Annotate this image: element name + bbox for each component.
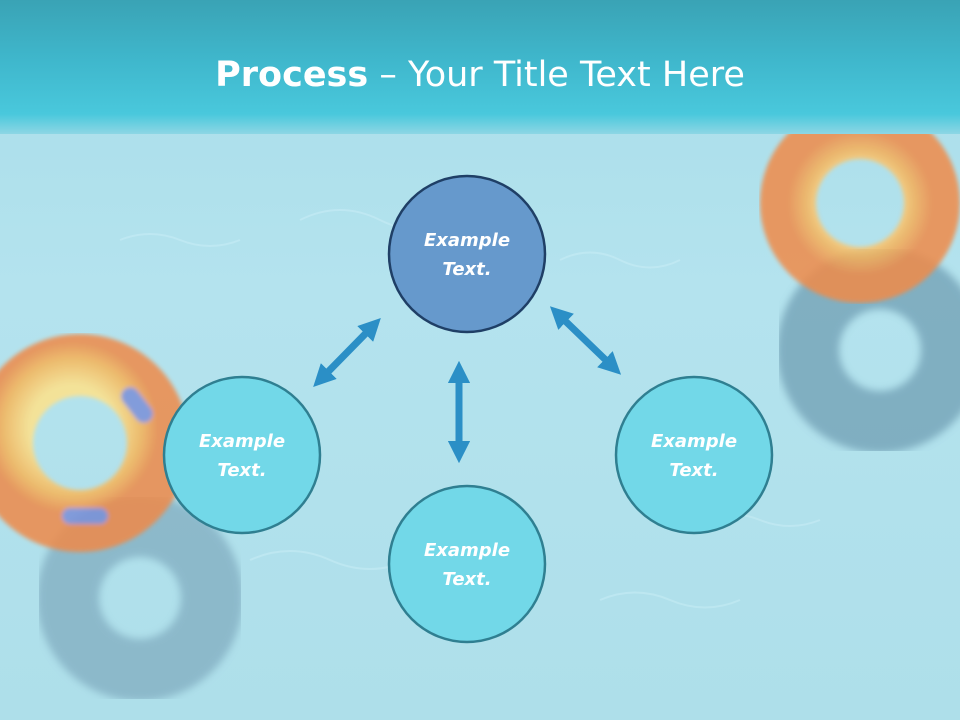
arrow-top-left [313, 318, 381, 387]
title-rest: Your Title Text Here [407, 55, 745, 95]
node-top-line2: Text. [442, 259, 491, 280]
node-bottom-circle [387, 484, 547, 644]
node-right: Example Text. [614, 375, 774, 535]
node-left-line1: Example [199, 431, 285, 452]
title-separator: – [368, 55, 408, 95]
node-left: Example Text. [162, 375, 322, 535]
node-left-line2: Text. [217, 460, 266, 481]
node-bottom-line1: Example [424, 540, 510, 561]
title-band [0, 0, 960, 134]
node-top-line1: Example [424, 230, 510, 251]
node-bottom-line2: Text. [442, 569, 491, 590]
arrow-top-right [549, 306, 622, 375]
node-right-line1: Example [651, 431, 737, 452]
node-right-line2: Text. [669, 460, 718, 481]
node-top-circle [387, 174, 547, 334]
title-bold: Process [215, 55, 369, 95]
node-top: Example Text. [387, 174, 547, 334]
node-left-circle [162, 375, 322, 535]
node-bottom: Example Text. [387, 484, 547, 644]
node-right-circle [614, 375, 774, 535]
swim-ring-left [0, 334, 189, 552]
slide-title: Process – Your Title Text Here [0, 50, 960, 100]
